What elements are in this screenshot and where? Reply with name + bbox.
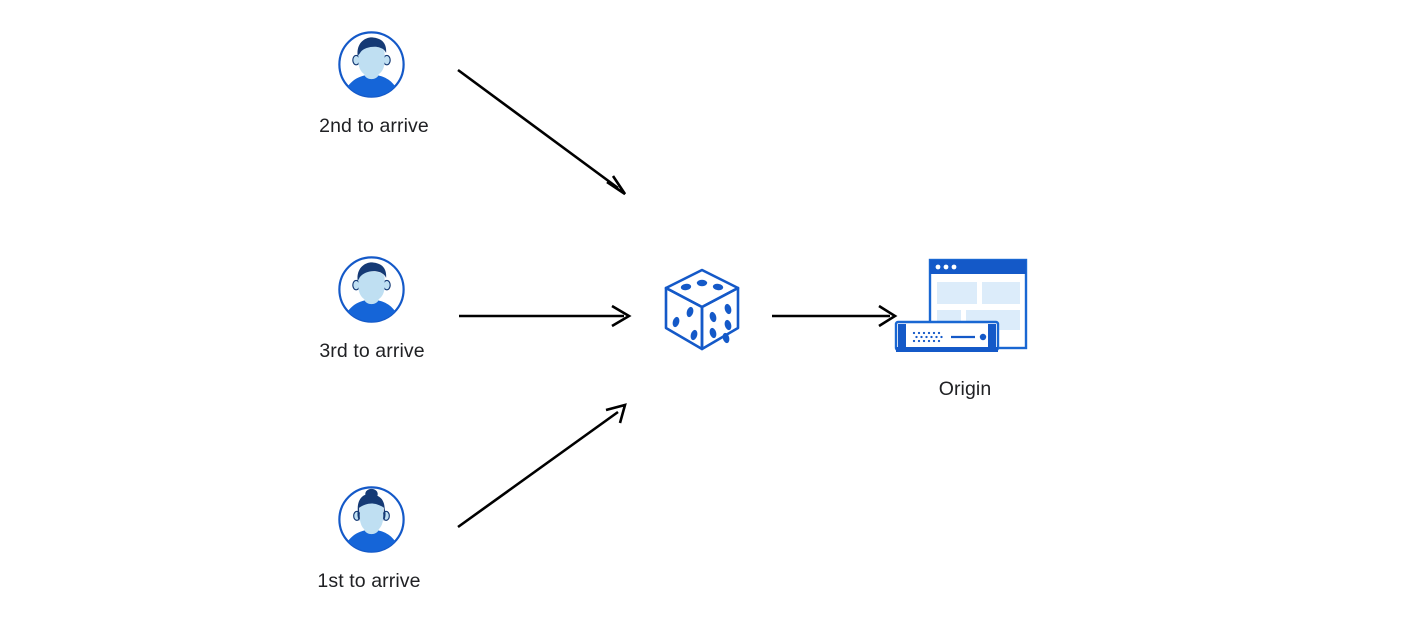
arrow-dice-to-origin — [772, 304, 898, 328]
arrow-3rd-to-dice — [459, 304, 632, 328]
node-label-client-2nd: 2nd to arrive — [319, 115, 429, 137]
arrow-2nd-to-dice — [457, 68, 627, 196]
node-label-client-3rd: 3rd to arrive — [319, 340, 425, 362]
user-avatar-icon — [335, 28, 408, 106]
user-avatar-icon — [335, 483, 408, 561]
dice-icon — [661, 266, 743, 359]
origin-server-icon — [893, 258, 1033, 369]
node-label-client-1st: 1st to arrive — [317, 570, 421, 592]
user-avatar-icon — [335, 253, 408, 331]
arrow-1st-to-dice — [457, 403, 627, 529]
node-label-origin: Origin — [938, 378, 992, 400]
